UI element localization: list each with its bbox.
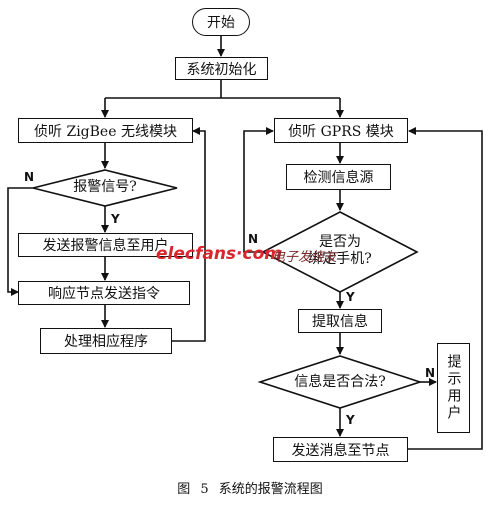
listen-gprs-node: 侦听 GPRS 模块 (274, 118, 408, 143)
process-label: 处理相应程序 (64, 334, 148, 350)
label-bound-yes: Y (346, 290, 355, 304)
listen-zigbee-node: 侦听 ZigBee 无线模块 (18, 118, 193, 143)
label-bound-no: N (248, 232, 259, 246)
label-alarm-yes: Y (111, 212, 120, 226)
watermark-text: 电子发烧友 (272, 250, 338, 265)
send-alarm-label: 发送报警信息至用户 (42, 238, 169, 254)
decision-bound-label: 是否为 绑定手机? (296, 234, 384, 268)
arrow-bound-no (243, 127, 274, 253)
detect-source-node: 检测信息源 (286, 164, 391, 190)
init-node: 系统初始化 (175, 57, 268, 80)
prompt-user-label: 提示用户 (445, 354, 462, 422)
listen-zigbee-label: 侦听 ZigBee 无线模块 (34, 123, 177, 140)
arrow-send-node-loop (408, 127, 483, 450)
respond-label: 响应节点发送指令 (48, 286, 160, 302)
label-alarm-no: N (24, 170, 35, 184)
respond-node: 响应节点发送指令 (18, 281, 190, 305)
send-alarm-node: 发送报警信息至用户 (18, 233, 193, 257)
arrow-alarm-no (7, 187, 33, 296)
figure-caption: 图 5 系统的报警流程图 (177, 482, 323, 497)
decision-legal-label: 信息是否合法? (294, 374, 386, 390)
decision-bound-line2: 绑定手机? (308, 251, 372, 267)
send-node-node: 发送消息至节点 (273, 437, 408, 462)
decision-bound-line1: 是否为 (319, 234, 361, 250)
init-label: 系统初始化 (186, 61, 257, 78)
start-label: 开始 (207, 15, 235, 31)
decision-alarm-label: 报警信号? (73, 179, 137, 195)
detect-source-label: 检测信息源 (303, 170, 374, 186)
watermark-logo: elecfans·com (156, 244, 282, 264)
process-node: 处理相应程序 (40, 328, 172, 354)
start-node: 开始 (192, 8, 250, 36)
extract-label: 提取信息 (312, 314, 368, 330)
extract-node: 提取信息 (298, 309, 382, 333)
send-node-label: 发送消息至节点 (291, 442, 390, 459)
arrow-process-loop (172, 127, 206, 342)
prompt-user-node: 提示用户 (437, 343, 470, 433)
label-legal-no: N (425, 366, 436, 380)
listen-gprs-label: 侦听 GPRS 模块 (288, 123, 394, 140)
label-legal-yes: Y (346, 413, 355, 427)
